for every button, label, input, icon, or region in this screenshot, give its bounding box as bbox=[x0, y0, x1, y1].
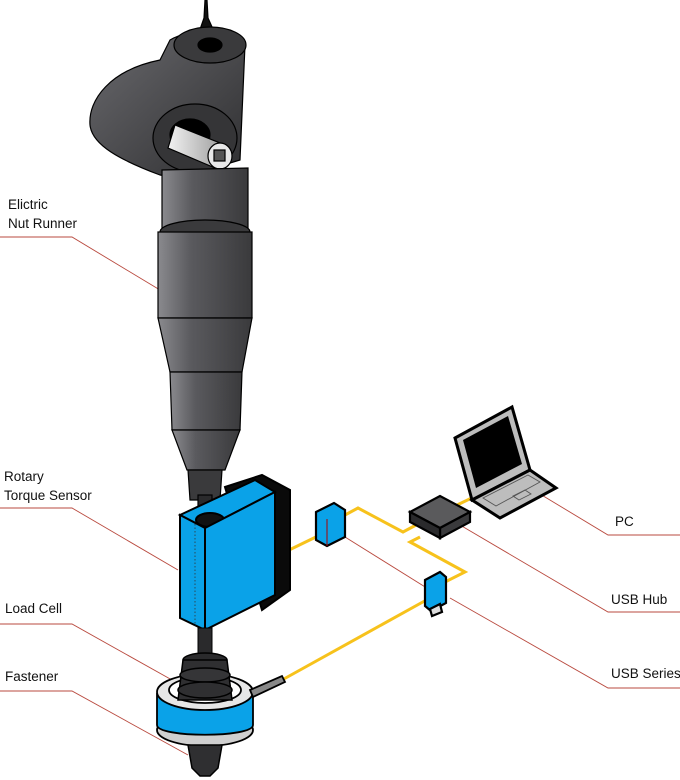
usb-hub-side bbox=[408, 510, 442, 540]
sensor-front bbox=[179, 513, 206, 632]
cable-loadcell-to-series bbox=[281, 596, 431, 682]
label-nut-runner-line2: Nut Runner bbox=[8, 216, 78, 231]
label-nut-runner: Elictric Nut Runner bbox=[8, 195, 77, 233]
socket-ring-3 bbox=[177, 681, 233, 699]
leader-line-usb-series bbox=[449, 597, 680, 689]
converter-body bbox=[314, 501, 347, 548]
body-taper bbox=[157, 317, 253, 373]
label-usb-series: USB Series bbox=[611, 666, 680, 681]
leader-line-nut-runner bbox=[0, 236, 161, 291]
load-cell-cable-gland bbox=[248, 674, 287, 699]
label-fastener: Fastener bbox=[5, 669, 59, 684]
laptop-base bbox=[469, 468, 559, 520]
fastener bbox=[187, 744, 223, 777]
leader-line-usb-hub bbox=[459, 524, 680, 613]
laptop-touchpad bbox=[512, 489, 532, 501]
usb-series-device bbox=[423, 570, 448, 618]
body-lower bbox=[169, 371, 243, 431]
usb-series-plug bbox=[428, 602, 444, 618]
fastener-socket bbox=[177, 652, 233, 701]
label-torque-sensor-line2: Torque Sensor bbox=[4, 488, 92, 503]
square-drive-socket bbox=[213, 149, 226, 162]
usb-series-body bbox=[423, 570, 448, 613]
cable-hub-to-series bbox=[406, 535, 469, 584]
sensor-face bbox=[204, 490, 276, 632]
leader-line-signal-converter bbox=[344, 536, 431, 591]
laptop-keyboard bbox=[482, 474, 541, 507]
label-usb-hub: USB Hub bbox=[611, 592, 668, 607]
label-torque-sensor-line1: Rotary bbox=[4, 469, 44, 484]
laptop-display bbox=[463, 416, 522, 488]
laptop-pc bbox=[453, 404, 559, 520]
socket-ring-2 bbox=[179, 667, 231, 683]
leader-lines bbox=[0, 236, 680, 756]
leader-line-torque-sensor bbox=[0, 507, 179, 571]
usb-hub-device bbox=[407, 494, 473, 540]
cord-grommet bbox=[197, 37, 223, 53]
body-grip bbox=[157, 231, 253, 319]
rotary-torque-sensor bbox=[177, 473, 291, 632]
label-torque-sensor: Rotary Torque Sensor bbox=[4, 467, 92, 505]
label-pc: PC bbox=[615, 514, 634, 529]
electric-nut-runner bbox=[89, 0, 253, 526]
signal-converter bbox=[314, 501, 347, 548]
fastener-head bbox=[187, 744, 223, 777]
leader-line-load-cell bbox=[0, 623, 173, 681]
label-load-cell: Load Cell bbox=[5, 601, 63, 616]
leader-line-pc bbox=[529, 487, 680, 536]
cable-converter-to-hub bbox=[344, 506, 419, 534]
label-nut-runner-line1: Elictric bbox=[8, 197, 48, 212]
leader-line-fastener bbox=[0, 690, 189, 756]
body-nose bbox=[171, 429, 241, 471]
